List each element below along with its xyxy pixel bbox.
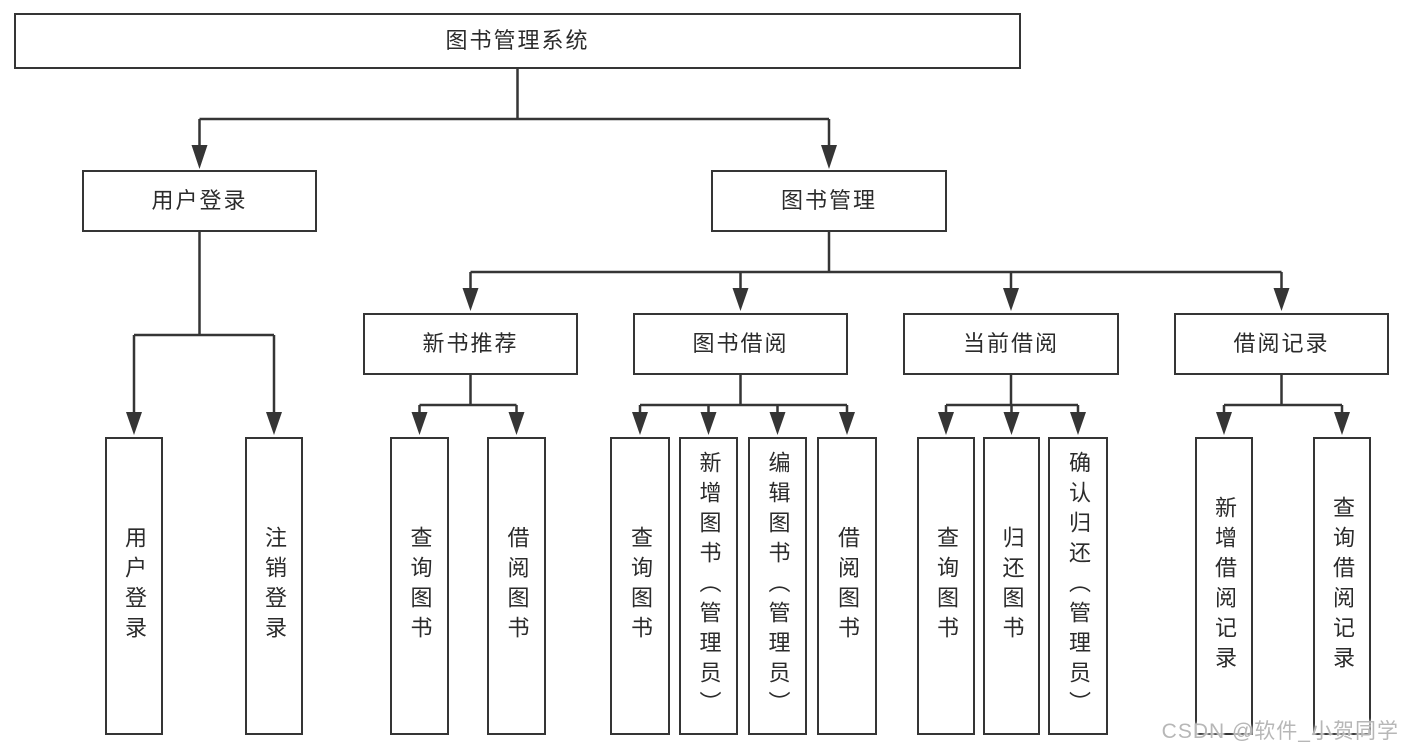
leaf-bb-add-books-admin: 新增图书（管理员）: [679, 437, 738, 735]
node-label: 注销登录: [262, 526, 287, 646]
arrow-down-icon: [266, 412, 282, 435]
arrow-down-icon: [769, 412, 786, 435]
node-label: 查询借阅记录: [1330, 496, 1355, 676]
node-label: 查询图书: [407, 526, 433, 646]
node-label: 查询图书: [628, 526, 653, 646]
arrow-down-icon: [1216, 412, 1232, 435]
node-label: 借阅图书: [835, 526, 860, 646]
node-user-login: 用户登录: [82, 170, 317, 232]
arrow-down-icon: [1003, 288, 1019, 311]
leaf-bb-edit-books-admin: 编辑图书（管理员）: [748, 437, 807, 735]
connector-user-login-split: [132, 232, 276, 413]
node-current-borrowing: 当前借阅: [903, 313, 1119, 375]
connector-current-borrow-split: [944, 375, 1080, 414]
arrow-down-icon: [411, 412, 428, 435]
node-label: 图书管理: [780, 188, 877, 213]
arrowheads: [126, 145, 1350, 435]
node-label: 新增图书（管理员）: [696, 451, 722, 721]
leaf-nb-query-books: 查询图书: [390, 437, 449, 735]
node-label: 用户登录: [151, 188, 248, 213]
arrow-down-icon: [1273, 288, 1290, 311]
arrow-down-icon: [1003, 412, 1020, 435]
node-label: 新书推荐: [422, 331, 519, 356]
node-label: 新增借阅记录: [1212, 496, 1237, 676]
arrow-down-icon: [462, 288, 479, 311]
node-label: 查询图书: [934, 526, 959, 646]
node-label: 编辑图书（管理员）: [765, 451, 791, 721]
arrow-down-icon: [732, 288, 749, 311]
arrow-down-icon: [126, 412, 142, 435]
node-label: 借阅图书: [504, 526, 530, 646]
node-label: 借阅记录: [1233, 331, 1330, 356]
csdn-watermark: CSDN @软件_小贺同学: [1161, 720, 1399, 743]
node-new-book-recommend: 新书推荐: [363, 313, 578, 375]
node-label: 图书管理系统: [445, 28, 590, 53]
arrow-down-icon: [1070, 412, 1086, 435]
arrow-down-icon: [1334, 412, 1350, 435]
node-book-borrowing: 图书借阅: [633, 313, 848, 375]
connector-new-book-split: [418, 375, 518, 414]
node-label: 归还图书: [999, 526, 1025, 646]
connector-borrow-records-split: [1222, 375, 1344, 414]
leaf-bb-query-books: 查询图书: [610, 437, 670, 735]
arrow-down-icon: [191, 145, 208, 169]
node-library-system: 图书管理系统: [14, 13, 1021, 69]
leaf-bb-borrow-books: 借阅图书: [817, 437, 877, 735]
node-label: 当前借阅: [962, 331, 1059, 356]
connector-book-borrow-split: [638, 375, 849, 414]
node-book-management: 图书管理: [711, 170, 947, 232]
leaf-cb-confirm-return-admin: 确认归还（管理员）: [1048, 437, 1108, 735]
arrow-down-icon: [508, 412, 525, 435]
leaf-logout: 注销登录: [245, 437, 303, 735]
leaf-user-login: 用户登录: [105, 437, 163, 735]
leaf-br-add-record: 新增借阅记录: [1195, 437, 1253, 735]
connector-root-split: [198, 69, 831, 147]
node-label: 用户登录: [122, 526, 147, 646]
arrow-down-icon: [632, 412, 648, 435]
arrow-down-icon: [839, 412, 855, 435]
leaf-cb-return-books: 归还图书: [983, 437, 1040, 735]
arrow-down-icon: [938, 412, 954, 435]
arrow-down-icon: [821, 145, 837, 169]
leaf-br-query-record: 查询借阅记录: [1313, 437, 1371, 735]
arrow-down-icon: [700, 412, 717, 435]
leaf-nb-borrow-books: 借阅图书: [487, 437, 546, 735]
leaf-cb-query-books: 查询图书: [917, 437, 975, 735]
node-label: 图书借阅: [692, 331, 789, 356]
node-label: 确认归还（管理员）: [1066, 451, 1091, 721]
node-borrow-records: 借阅记录: [1174, 313, 1389, 375]
connector-book-mgmt-split: [469, 232, 1283, 290]
